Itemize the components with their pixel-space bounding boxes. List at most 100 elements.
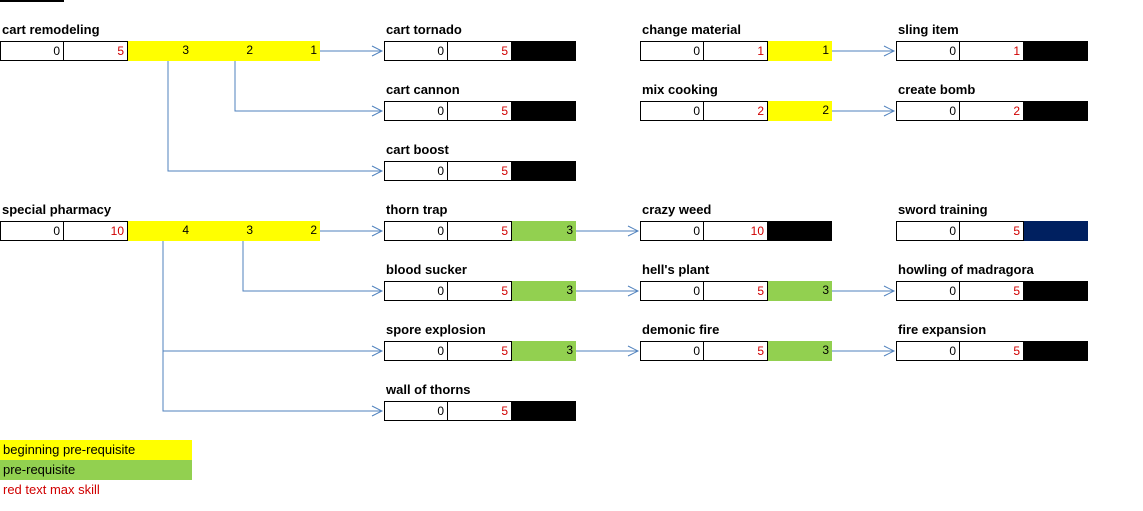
- arrowhead-cart-tornado-0: [371, 45, 384, 57]
- locked-fill-cell: [1024, 341, 1088, 361]
- prerequisite-level-cell: 3: [768, 281, 832, 301]
- max-level-cell: 10: [704, 221, 768, 241]
- legend-max-skill: red text max skill: [3, 482, 100, 497]
- skill-title: cart remodeling: [2, 22, 100, 37]
- locked-fill-cell: [1024, 221, 1088, 241]
- current-level-cell: 0: [640, 41, 704, 61]
- prerequisite-level-cell: 3: [512, 281, 576, 301]
- skill-title: blood sucker: [386, 262, 467, 277]
- skill-title: demonic fire: [642, 322, 720, 337]
- skill-title: mix cooking: [642, 82, 718, 97]
- skill-title: howling of madragora: [898, 262, 1034, 277]
- max-level-cell: 10: [64, 221, 128, 241]
- max-level-cell: 5: [448, 161, 512, 181]
- prerequisite-level-cell: 3: [128, 41, 192, 61]
- skill-title: cart cannon: [386, 82, 460, 97]
- locked-fill-cell: [512, 41, 576, 61]
- arrowhead-hells-plant-10: [627, 285, 640, 297]
- arrowhead-demonic-fire-12: [627, 345, 640, 357]
- current-level-cell: 0: [896, 101, 960, 121]
- prerequisite-level-cell: 3: [512, 341, 576, 361]
- arrowhead-spore-explosion-7: [371, 345, 384, 357]
- current-level-cell: 0: [896, 41, 960, 61]
- skill-title: cart tornado: [386, 22, 462, 37]
- arrowhead-crazy-weed-9: [627, 225, 640, 237]
- arrowhead-howling-of-madragora-11: [883, 285, 896, 297]
- prerequisite-level-cell: 1: [768, 41, 832, 61]
- skill-title: special pharmacy: [2, 202, 112, 217]
- locked-fill-cell: [1024, 281, 1088, 301]
- skill-title: sword training: [898, 202, 988, 217]
- skill-title: hell's plant: [642, 262, 710, 277]
- prerequisite-level-cell: 2: [256, 221, 320, 241]
- current-level-cell: 0: [384, 101, 448, 121]
- current-level-cell: 0: [896, 341, 960, 361]
- current-level-cell: 0: [640, 341, 704, 361]
- max-level-cell: 5: [448, 101, 512, 121]
- locked-fill-cell: [512, 101, 576, 121]
- arrowhead-blood-sucker-6: [371, 285, 384, 297]
- connector-special-pharmacy-to-blood-sucker: [242, 241, 382, 292]
- current-level-cell: 0: [896, 281, 960, 301]
- current-level-cell: 0: [384, 341, 448, 361]
- connector-special-pharmacy-to-wall-of-thorns: [162, 241, 382, 412]
- max-level-cell: 5: [704, 341, 768, 361]
- connector-cart-remodeling-to-cart-cannon: [234, 61, 382, 112]
- max-level-cell: 5: [448, 41, 512, 61]
- skill-title: spore explosion: [386, 322, 486, 337]
- current-level-cell: 0: [384, 41, 448, 61]
- prerequisite-level-cell: 2: [192, 41, 256, 61]
- max-level-cell: 5: [448, 341, 512, 361]
- connector-special-pharmacy-to-spore-explosion: [162, 241, 382, 352]
- current-level-cell: 0: [640, 281, 704, 301]
- max-level-cell: 5: [960, 221, 1024, 241]
- current-level-cell: 0: [384, 401, 448, 421]
- skill-title: cart boost: [386, 142, 449, 157]
- max-level-cell: 5: [704, 281, 768, 301]
- current-level-cell: 0: [0, 41, 64, 61]
- legend-prerequisite: pre-requisite: [0, 460, 192, 480]
- skill-title: thorn trap: [386, 202, 448, 217]
- skill-title: wall of thorns: [386, 382, 471, 397]
- arrowhead-wall-of-thorns-8: [371, 405, 384, 417]
- prerequisite-level-cell: 1: [256, 41, 320, 61]
- prerequisite-level-cell: 4: [128, 221, 192, 241]
- skill-title: change material: [642, 22, 741, 37]
- max-level-cell: 2: [704, 101, 768, 121]
- connector-cart-remodeling-to-cart-boost: [167, 61, 382, 172]
- current-level-cell: 0: [384, 281, 448, 301]
- max-level-cell: 2: [960, 101, 1024, 121]
- skill-title: sling item: [898, 22, 959, 37]
- current-level-cell: 0: [0, 221, 64, 241]
- prerequisite-level-cell: 3: [512, 221, 576, 241]
- locked-fill-cell: [768, 221, 832, 241]
- max-level-cell: 1: [704, 41, 768, 61]
- locked-fill-cell: [512, 161, 576, 181]
- current-level-cell: 0: [896, 221, 960, 241]
